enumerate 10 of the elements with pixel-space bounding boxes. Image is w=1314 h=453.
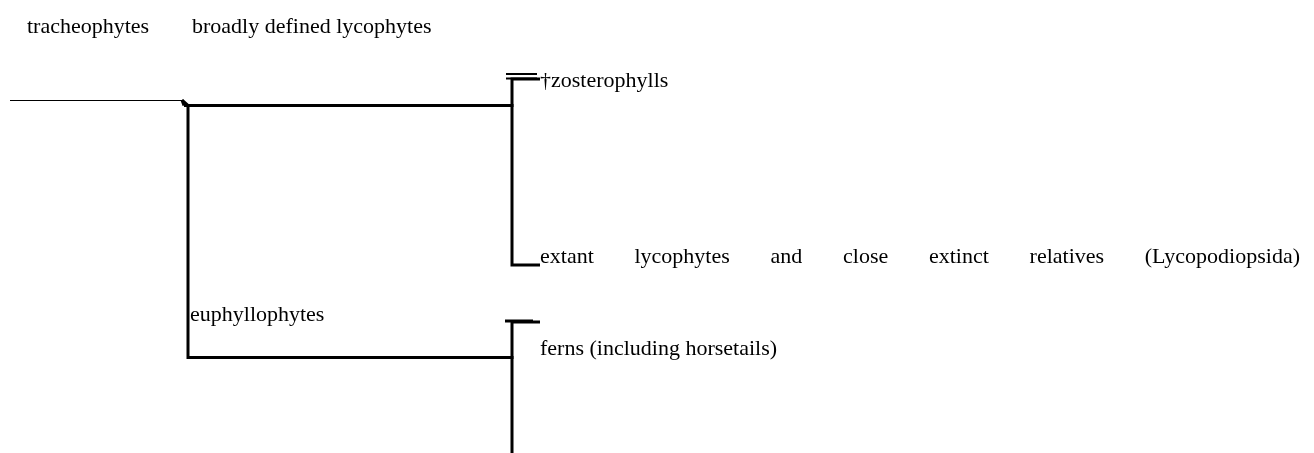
tree-branch: [180, 99, 186, 106]
taxon-label: extant lycophytes and close extinct relatives (Lycopodiopsida): [540, 242, 1300, 270]
taxon-label: †zosterophylls: [540, 66, 670, 94]
clade-label: tracheophytes: [27, 12, 151, 40]
tree-branch: [506, 356, 514, 453]
tree-branch: [506, 104, 540, 267]
clade-label: euphyllophytes: [190, 300, 326, 328]
clade-label: broadly defined lycophytes: [192, 12, 433, 40]
tree-branch: [181, 98, 191, 359]
taxon-label: ferns (including horsetails): [540, 334, 779, 362]
